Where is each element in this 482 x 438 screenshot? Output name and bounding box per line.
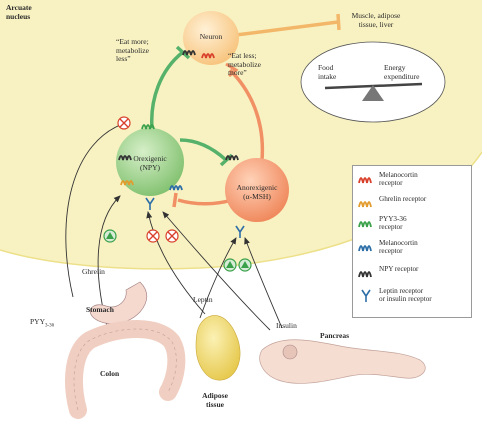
inhibit-markers <box>117 116 179 243</box>
stimulate-markers <box>103 229 252 272</box>
stomach-label: Stomach <box>86 305 114 314</box>
legend-item-melanocortin-blue: Melanocortin receptor <box>357 238 469 258</box>
legend-item-melanocortin-red: Melanocortin receptor <box>357 170 469 190</box>
anorexigenic-label: Anorexigenic(α-MSH) <box>236 183 278 201</box>
orexigenic-to-neuron-arrow <box>150 50 185 129</box>
orexigenic-to-anorexigenic-arrow <box>179 138 228 162</box>
leptin-label: Leptin <box>193 295 213 304</box>
legend-label: PYY3-36 receptor <box>379 215 407 231</box>
orexigenic-neuron <box>116 128 184 196</box>
target-tissues-label: Muscle, adipose tissue, liver <box>351 11 401 29</box>
legend-label: Leptin receptor or insulin receptor <box>379 287 432 303</box>
receptor-legend: Melanocortin receptor Ghrelin receptor P… <box>352 165 472 318</box>
energy-expenditure-label: Energy expenditure <box>384 63 420 81</box>
adipose-tissue-label: Adipose tissue <box>202 391 228 409</box>
receptor-icon <box>358 271 372 278</box>
legend-label: NPY receptor <box>379 265 419 273</box>
neuron-output-line <box>235 20 339 37</box>
receptor-icon <box>358 221 372 228</box>
legend-item-pyy: PYY3-36 receptor <box>357 214 469 234</box>
receptor-glyphs <box>118 50 245 238</box>
receptor-icon <box>358 245 372 252</box>
orexigenic-label: Orexigenic(NPY) <box>133 154 167 172</box>
receptor-icon <box>361 289 371 302</box>
legend-item-ghrelin: Ghrelin receptor <box>357 194 469 214</box>
anorexigenic-neuron <box>225 158 289 222</box>
colon-label: Colon <box>100 369 120 378</box>
pyy-label: PYY3-36 <box>30 317 55 329</box>
food-intake-label: Food intake <box>318 63 337 81</box>
insulin-label: Insulin <box>276 321 297 330</box>
neuron-label: Neuron <box>199 32 223 41</box>
arcuate-nucleus-label: Arcuate nucleus <box>6 3 32 21</box>
receptor-icon <box>358 177 372 184</box>
legend-label: Ghrelin receptor <box>379 195 427 203</box>
adipose-tissue-organ <box>195 315 241 381</box>
ghrelin-label: Ghrelin <box>82 267 105 276</box>
legend-label: Melanocortin receptor <box>379 239 418 255</box>
legend-label: Melanocortin receptor <box>379 171 418 187</box>
eat-more-quote: “Eat more; metabolize less” <box>116 37 149 63</box>
energy-balance-scale <box>300 41 446 123</box>
receptor-icon <box>358 201 372 208</box>
anorexigenic-to-neuron-arrow <box>228 68 265 161</box>
legend-item-leptin-insulin: Leptin receptor or insulin receptor <box>357 286 469 306</box>
stomach-organ <box>89 281 148 325</box>
colon-organ <box>65 320 186 419</box>
eat-less-quote: “Eat less; metabolize more” <box>228 51 261 77</box>
neuron-cell <box>183 11 239 65</box>
legend-item-npy: NPY receptor <box>357 264 469 284</box>
pancreas-organ <box>259 339 426 384</box>
pancreas-label: Pancreas <box>320 331 350 340</box>
